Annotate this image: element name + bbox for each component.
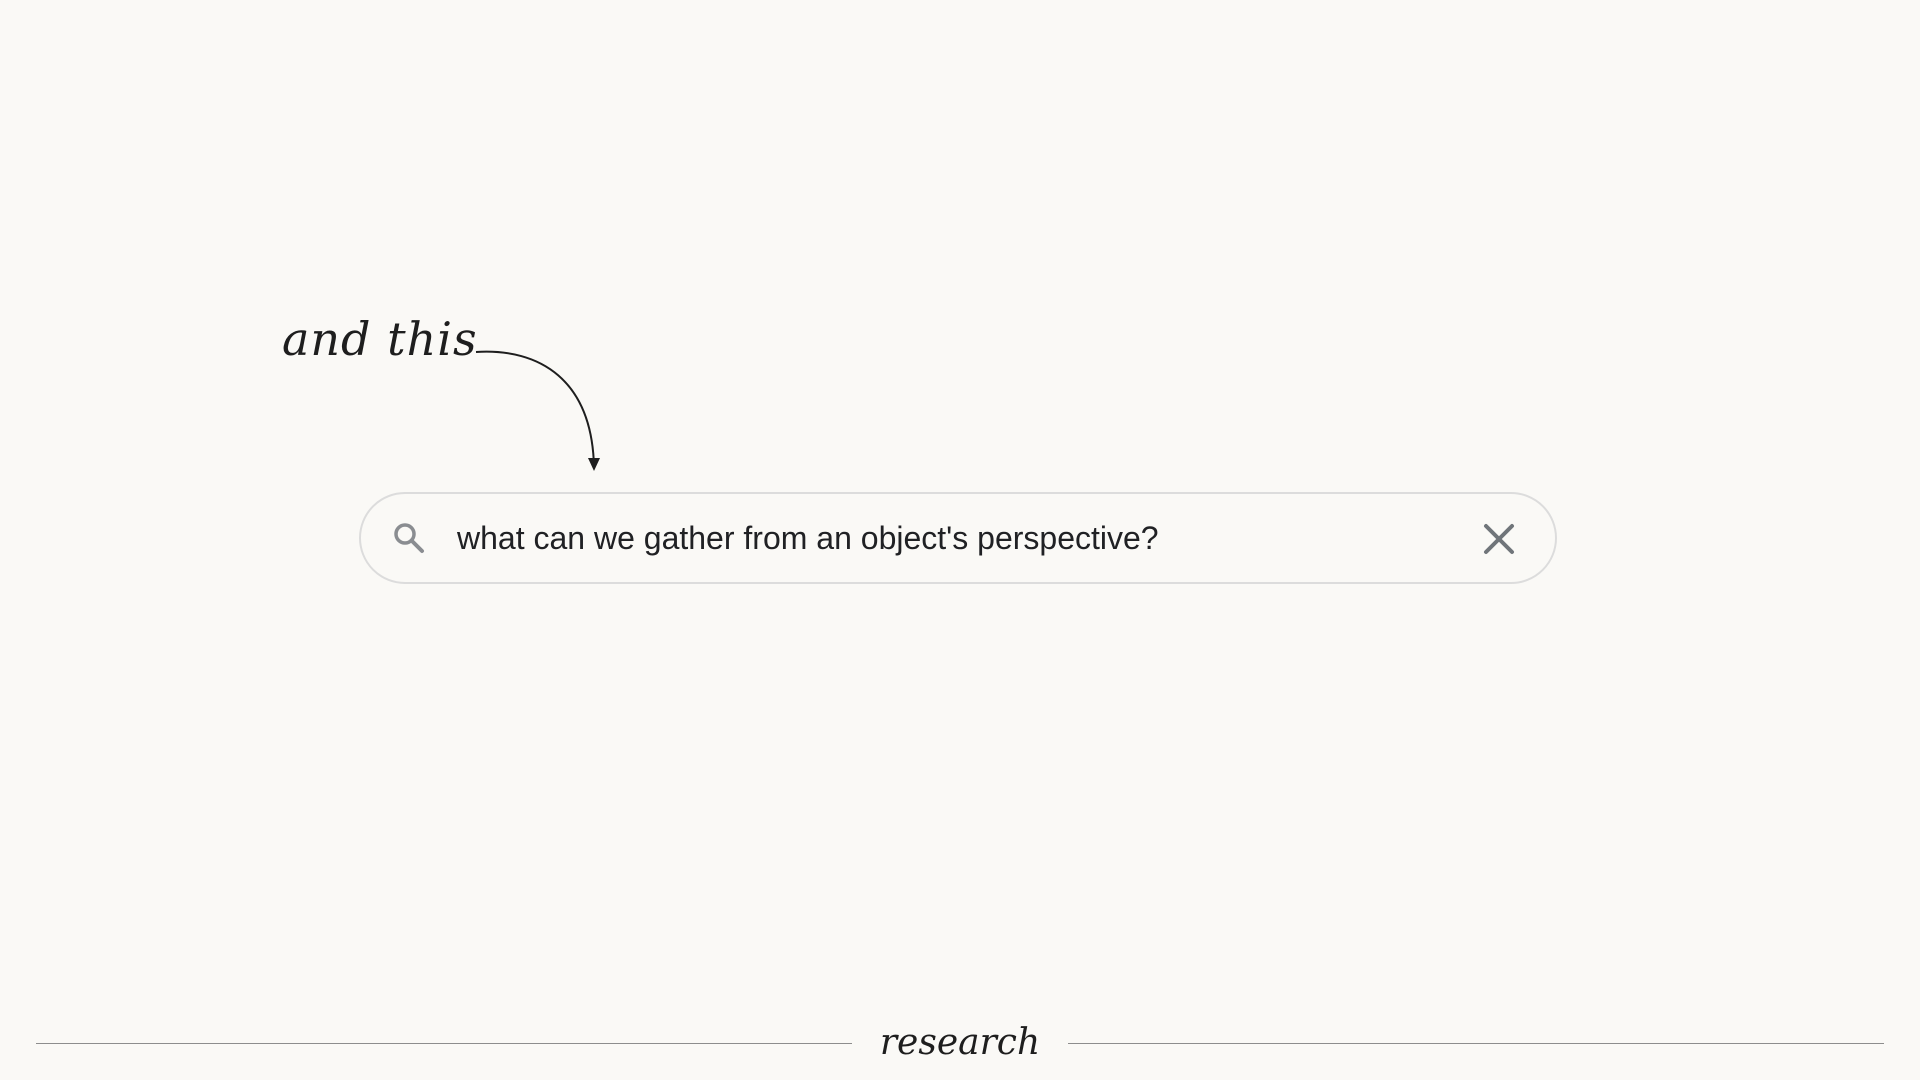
footer-divider-left: [36, 1043, 852, 1044]
footer-divider-right: [1068, 1043, 1884, 1044]
clear-search-button[interactable]: [1479, 519, 1519, 559]
footer-section-label: research: [879, 1022, 1041, 1063]
search-icon: [394, 523, 424, 553]
close-icon: [1484, 524, 1514, 554]
search-bar[interactable]: [359, 492, 1557, 584]
annotation-text: and this: [282, 312, 478, 366]
search-input[interactable]: what can we gather from an object's pers…: [457, 520, 1159, 556]
arrow-icon: [475, 350, 600, 471]
